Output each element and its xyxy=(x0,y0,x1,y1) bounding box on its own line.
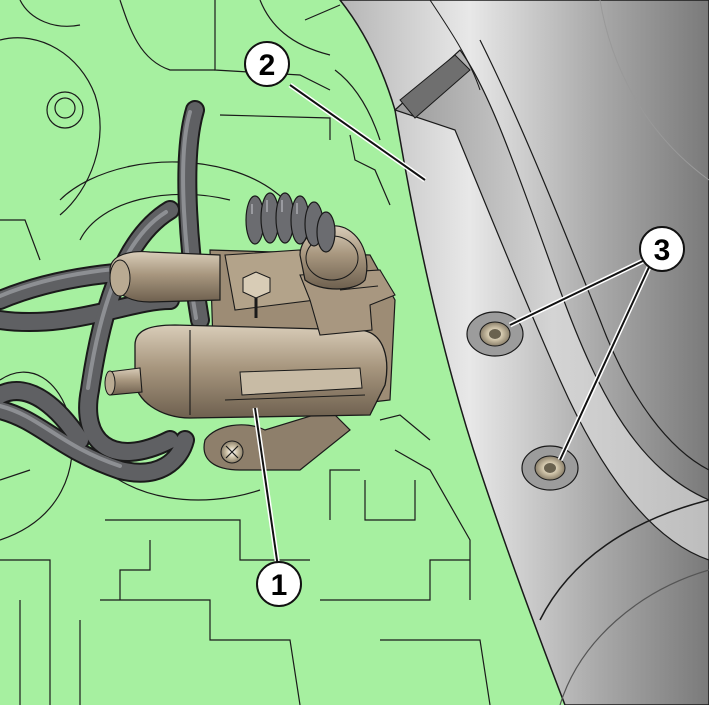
solenoid-valve xyxy=(104,225,396,471)
callout-3-label: 3 xyxy=(654,234,671,267)
callout-1: 1 xyxy=(256,561,302,607)
corrugated-hose xyxy=(245,192,336,253)
callout-2: 2 xyxy=(244,41,290,87)
vacuum-hoses xyxy=(0,100,210,483)
leader-line-1 xyxy=(252,407,281,568)
callout-2-label: 2 xyxy=(259,49,276,82)
duct-bolt-upper xyxy=(466,311,524,357)
duct-bolt-lower xyxy=(521,445,579,491)
leader-line-3b xyxy=(557,263,653,462)
leader-line-3a xyxy=(508,257,647,328)
callout-3: 3 xyxy=(639,226,685,272)
leader-line-2 xyxy=(288,82,427,183)
callout-1-label: 1 xyxy=(271,569,288,602)
